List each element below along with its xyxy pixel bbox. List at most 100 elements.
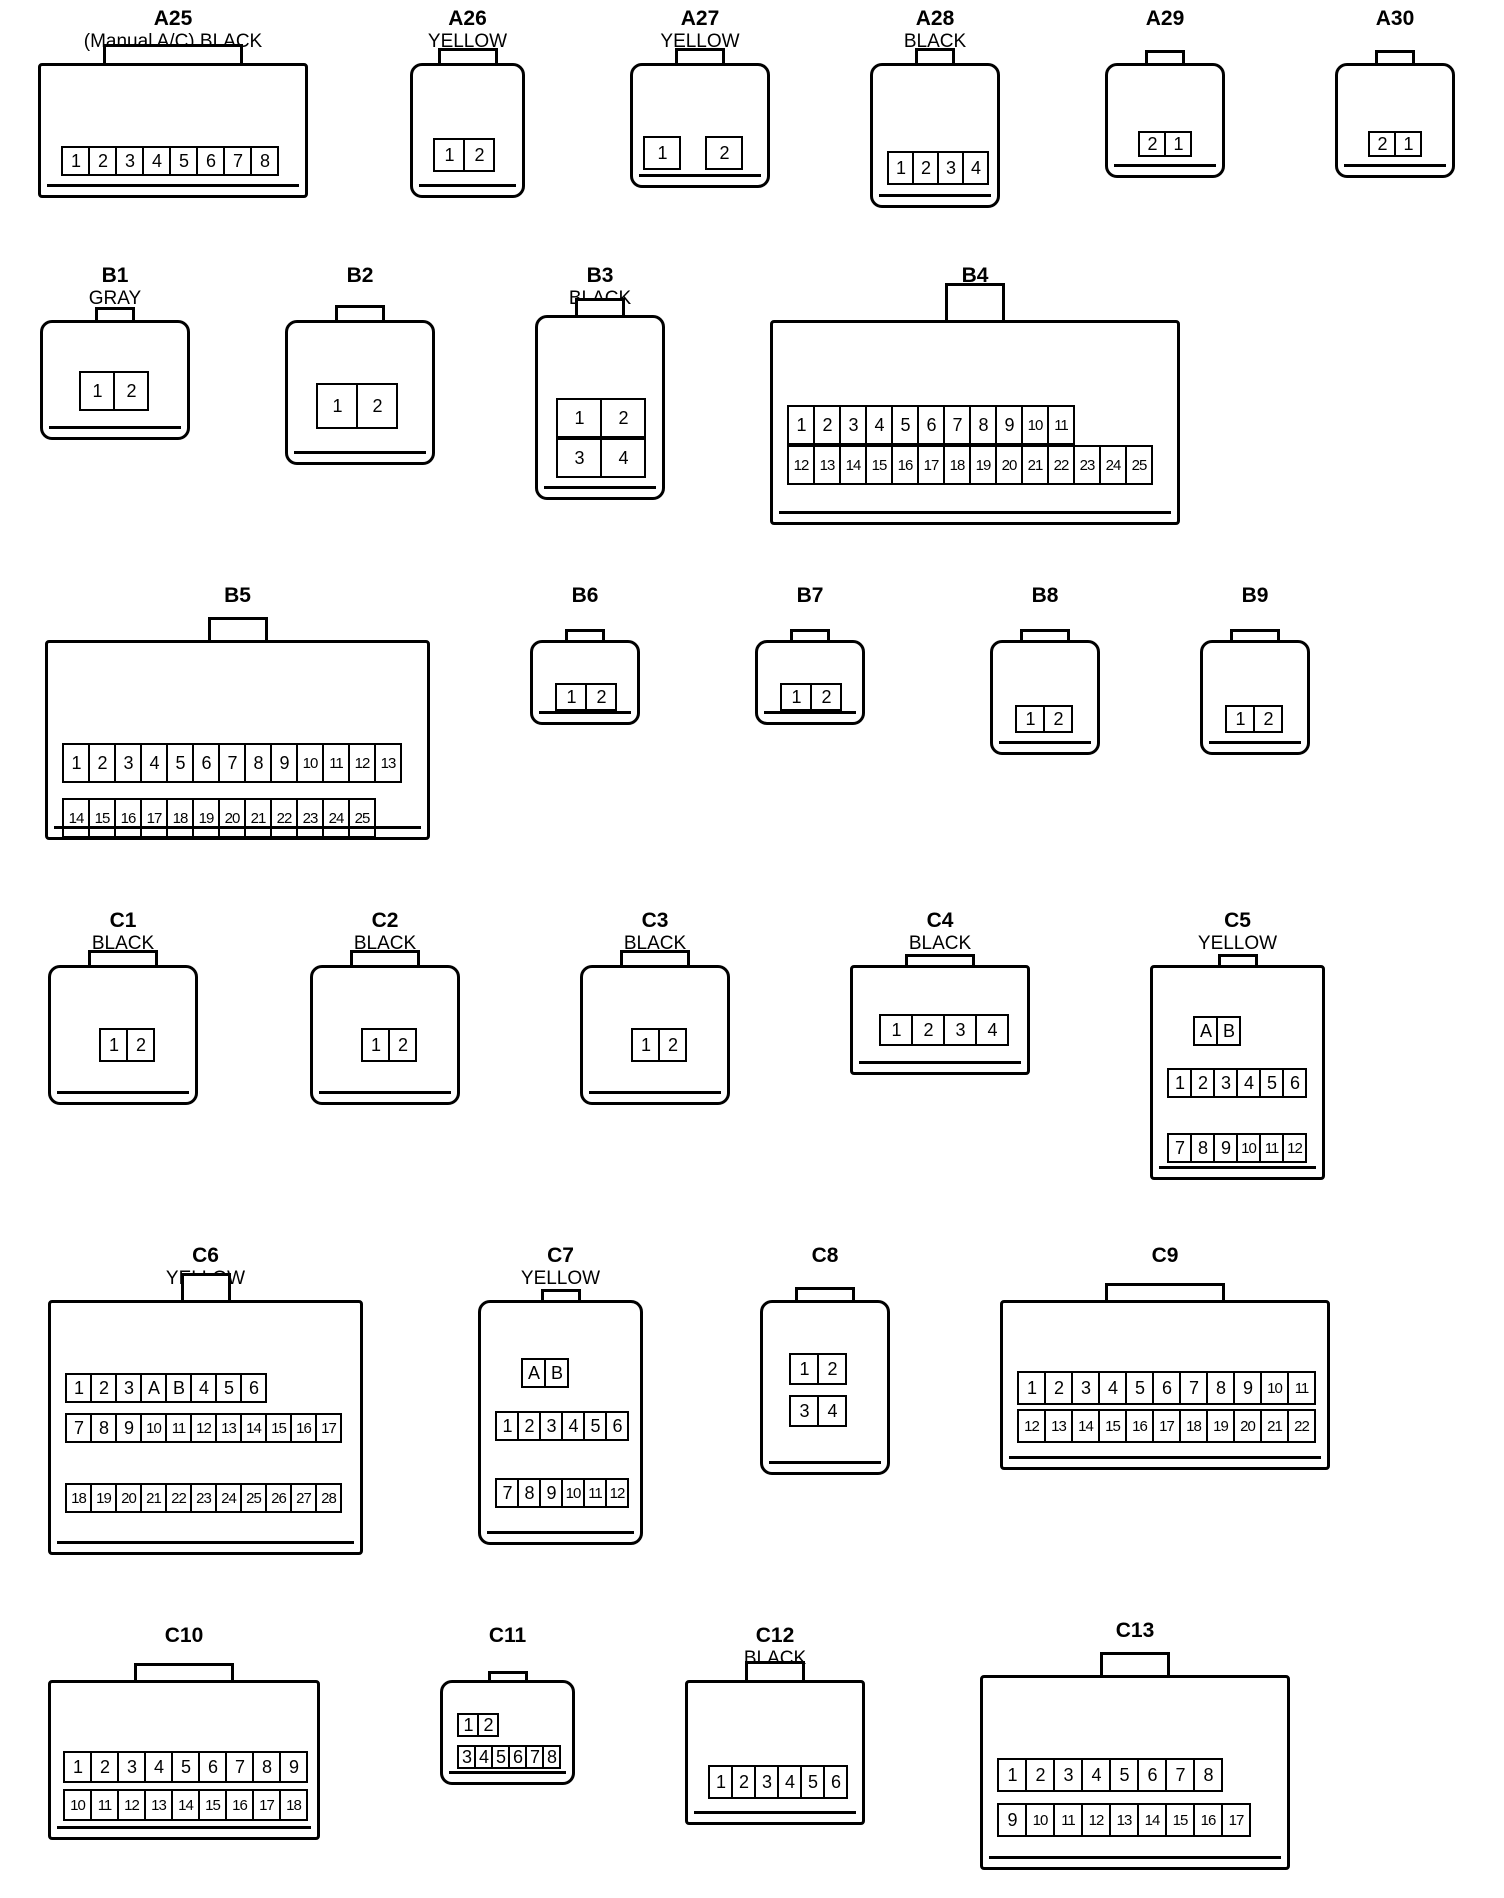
pin-22: 22	[1287, 1409, 1316, 1443]
pin-12: 12	[1017, 1409, 1046, 1443]
pin-a: A	[140, 1373, 167, 1403]
pin-21: 21	[244, 798, 272, 838]
connector-latch	[1145, 50, 1185, 66]
pin-2: 2	[388, 1028, 417, 1062]
pin-8: 8	[252, 1751, 281, 1783]
pin-4: 4	[600, 438, 646, 478]
pin-b: B	[165, 1373, 192, 1403]
connector-base-line	[47, 184, 299, 187]
pin-10: 10	[140, 1413, 167, 1443]
connector-latch	[790, 629, 830, 643]
connector-latch	[1230, 629, 1280, 643]
pin-22: 22	[270, 798, 298, 838]
pin-14: 14	[240, 1413, 267, 1443]
connector-base-line	[1344, 164, 1446, 167]
pin-6: 6	[192, 743, 220, 783]
pin-4: 4	[144, 1751, 173, 1783]
pin-b: B	[544, 1358, 569, 1388]
pin-18: 18	[943, 445, 971, 485]
pin-2: 2	[88, 743, 116, 783]
connector-id-label: B7	[796, 584, 824, 607]
connector-id-label: B2	[346, 264, 374, 287]
connector-b3: B3BLACK1234	[535, 265, 665, 500]
connector-color-label: BLACK	[353, 933, 417, 954]
pin-2: 2	[1043, 705, 1073, 733]
connector-base-line	[57, 1091, 189, 1094]
pin-2: 2	[585, 683, 617, 711]
connector-base-line	[989, 1856, 1281, 1859]
pin-1: 1	[316, 383, 358, 429]
pin-10: 10	[296, 743, 324, 783]
connector-base-line	[539, 711, 631, 714]
pin-1: 1	[1164, 131, 1192, 157]
pin-24: 24	[1099, 445, 1127, 485]
connector-base-line	[999, 741, 1091, 744]
pin-22: 22	[1047, 445, 1075, 485]
connector-color-label: BLACK	[91, 933, 155, 954]
pin-2: 2	[1368, 131, 1396, 157]
pin-4: 4	[1081, 1758, 1111, 1792]
pin-7: 7	[1179, 1371, 1208, 1405]
connector-base-line	[54, 826, 421, 829]
pin-3: 3	[789, 1395, 819, 1427]
pin-7: 7	[65, 1413, 92, 1443]
pin-5: 5	[1125, 1371, 1154, 1405]
pin-4: 4	[975, 1014, 1009, 1046]
pin-2: 2	[813, 405, 841, 445]
pin-1: 1	[63, 1751, 92, 1783]
connector-latch	[88, 950, 158, 968]
pin-a: A	[521, 1358, 546, 1388]
pin-8: 8	[542, 1745, 561, 1769]
pin-9: 9	[270, 743, 298, 783]
pin-18: 18	[166, 798, 194, 838]
pin-5: 5	[1109, 1758, 1139, 1792]
pin-15: 15	[865, 445, 893, 485]
pin-19: 19	[90, 1483, 117, 1513]
pin-2: 2	[517, 1411, 541, 1441]
connector-id-label: C9	[1151, 1244, 1179, 1267]
pin-14: 14	[171, 1789, 200, 1821]
pin-24: 24	[322, 798, 350, 838]
pin-2: 2	[600, 398, 646, 438]
pin-14: 14	[1071, 1409, 1100, 1443]
pin-2: 2	[126, 1028, 155, 1062]
pin-1: 1	[65, 1373, 92, 1403]
pin-13: 13	[144, 1789, 173, 1821]
connector-id-label: C7	[547, 1244, 574, 1267]
pin-11: 11	[583, 1478, 607, 1508]
pin-2: 2	[477, 1713, 499, 1737]
pin-5: 5	[166, 743, 194, 783]
pin-4: 4	[777, 1765, 802, 1799]
pin-6: 6	[823, 1765, 848, 1799]
pin-4: 4	[962, 151, 989, 185]
pin-2: 2	[356, 383, 398, 429]
connector-base-line	[544, 486, 656, 489]
pin-10: 10	[561, 1478, 585, 1508]
pin-11: 11	[165, 1413, 192, 1443]
pin-1: 1	[789, 1353, 819, 1385]
pin-8: 8	[90, 1413, 117, 1443]
connector-latch	[1020, 629, 1070, 643]
connector-color-label: BLACK	[903, 31, 967, 52]
connector-id-label: C11	[488, 1624, 527, 1647]
pin-13: 13	[374, 743, 402, 783]
connector-base-line	[449, 1771, 566, 1774]
pin-16: 16	[114, 798, 142, 838]
pin-13: 13	[813, 445, 841, 485]
connector-color-label: BLACK	[623, 933, 687, 954]
pin-17: 17	[140, 798, 168, 838]
pin-7: 7	[943, 405, 971, 445]
pin-23: 23	[190, 1483, 217, 1513]
pin-19: 19	[192, 798, 220, 838]
